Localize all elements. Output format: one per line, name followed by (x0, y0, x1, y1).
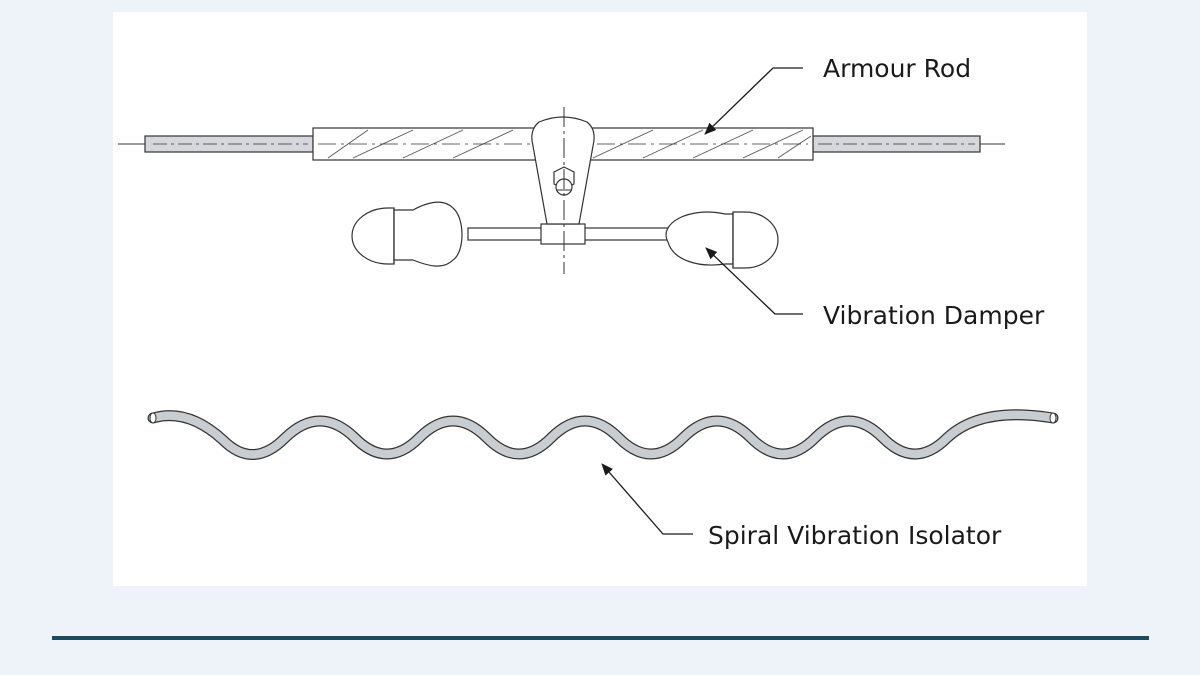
damper-weight-left (351, 201, 463, 267)
bottom-divider-rule (52, 636, 1149, 640)
label-armour-rod: Armour Rod (823, 54, 971, 83)
damper-weight-right (665, 211, 779, 269)
diagram-panel: Armour Rod Vibration Damper Spiral Vibra… (113, 12, 1087, 586)
callout-spiral-vibration-isolator: Spiral Vibration Isolator (601, 463, 1002, 550)
label-spiral-vibration-isolator: Spiral Vibration Isolator (708, 521, 1002, 550)
spiral-vibration-isolator (147, 409, 1059, 460)
vibration-protection-diagram: Armour Rod Vibration Damper Spiral Vibra… (118, 54, 1059, 550)
label-vibration-damper: Vibration Damper (823, 301, 1045, 330)
callout-vibration-damper: Vibration Damper (705, 247, 1045, 330)
damper-center-clamp (540, 223, 586, 245)
callout-armour-rod: Armour Rod (704, 54, 971, 135)
damper-clamp-body (531, 116, 595, 225)
